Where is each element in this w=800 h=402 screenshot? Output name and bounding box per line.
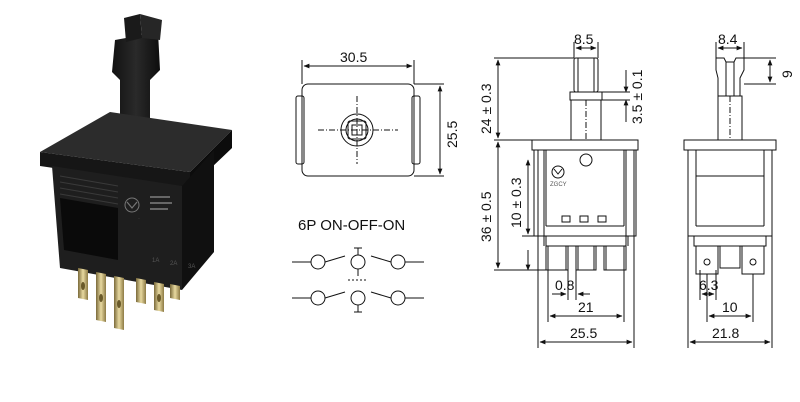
schematic-title: 6P ON-OFF-ON bbox=[298, 217, 405, 234]
body-left-face bbox=[40, 152, 190, 188]
body-top-face bbox=[40, 112, 232, 172]
side-terminal-spacing-label: 10 bbox=[722, 299, 738, 315]
side-overall-width-label: 21.8 bbox=[712, 325, 739, 341]
terminal-label-1: 1A bbox=[152, 258, 159, 264]
actuator-circle bbox=[340, 113, 374, 147]
side-terminal-width-label: 6.3 bbox=[699, 277, 719, 293]
side-tip-height-label: 9 bbox=[779, 70, 795, 78]
top-view bbox=[295, 60, 444, 177]
schematic bbox=[292, 247, 424, 313]
terminal-label-2: 2A bbox=[170, 261, 177, 267]
side-view bbox=[683, 42, 777, 348]
front-overall-width-label: 25.5 bbox=[570, 325, 597, 341]
top-view-width-label: 30.5 bbox=[340, 49, 367, 65]
tip-height-label: 3.5 ± 0.1 bbox=[629, 69, 645, 124]
front-view bbox=[494, 42, 639, 348]
actuator bbox=[112, 32, 160, 140]
side-top-width-label: 8.4 bbox=[718, 31, 738, 47]
front-top-width-label: 8.5 bbox=[574, 31, 594, 47]
top-view-height-label: 25.5 bbox=[444, 121, 460, 148]
front-view-body bbox=[531, 139, 639, 151]
switch-photo: · 1A 2A 3A bbox=[40, 14, 232, 330]
actuator-height-label: 24 ± 0.3 bbox=[478, 83, 494, 134]
front-logo-text: ZGCY bbox=[550, 182, 567, 188]
terminal-span-label: 21 bbox=[578, 299, 594, 315]
top-view-body bbox=[301, 83, 415, 177]
svg-text:·: · bbox=[138, 216, 140, 222]
side-view-body bbox=[683, 139, 777, 151]
terminal-label-3: 3A bbox=[188, 264, 195, 270]
terminal-height-label: 10 ± 0.3 bbox=[508, 177, 524, 228]
body-height-label: 36 ± 0.5 bbox=[478, 191, 494, 242]
pitch-label: 0.8 bbox=[555, 277, 575, 293]
terminals bbox=[78, 268, 180, 330]
